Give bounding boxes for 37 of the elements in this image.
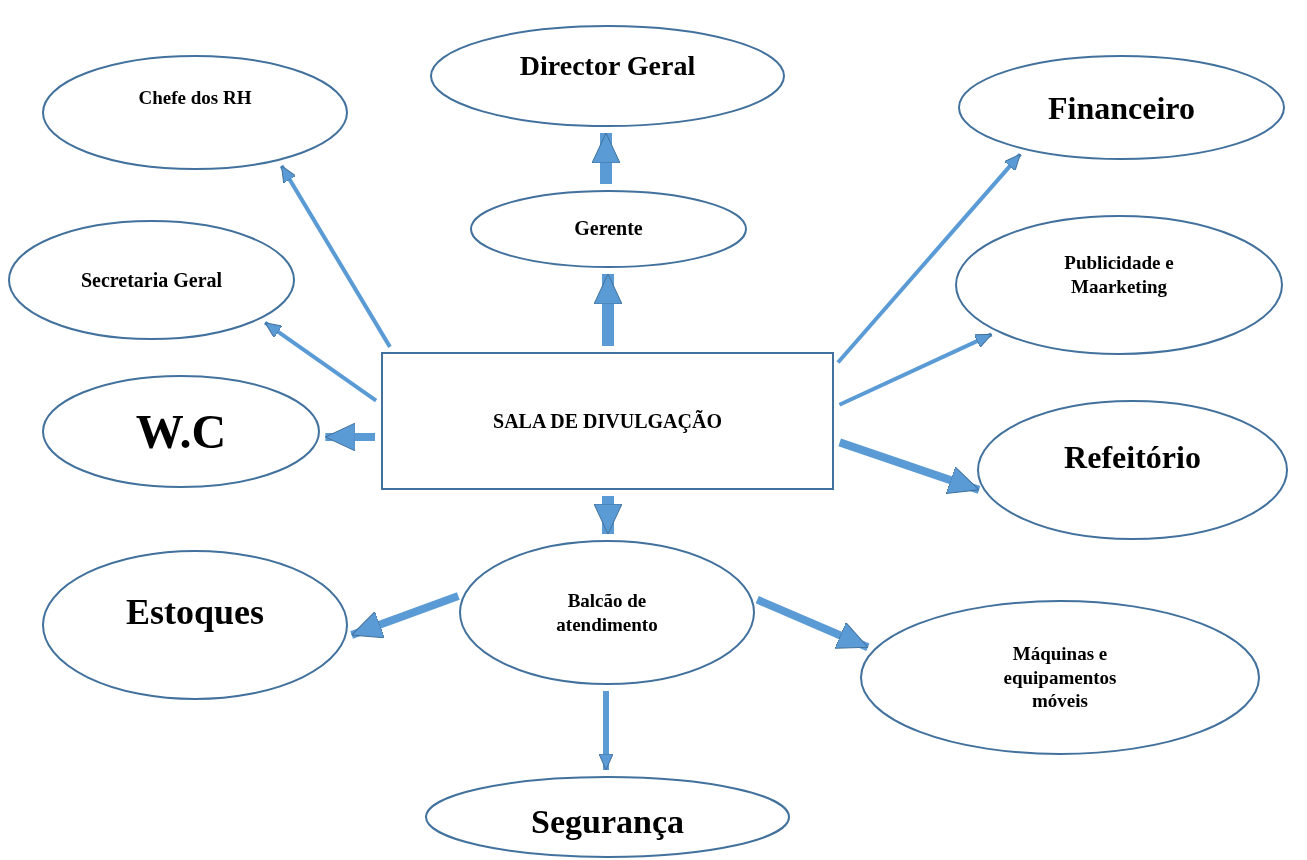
room-ellipse [8, 220, 295, 340]
room-ellipse [470, 190, 747, 268]
room-ellipse [955, 215, 1283, 355]
room-ellipse [42, 550, 348, 700]
room-ellipse [977, 400, 1288, 540]
room-ellipse [42, 55, 348, 170]
room-box [381, 352, 834, 490]
arrow [838, 438, 981, 494]
arrow [593, 496, 623, 535]
node-label: Secretaria Geral [80, 267, 223, 293]
node-label: Publicidade e Maarketing [1063, 251, 1175, 299]
node-label: Financeiro [1048, 88, 1195, 128]
room-ellipse [860, 600, 1260, 755]
room-ellipse [958, 55, 1285, 160]
node-label: W.C [135, 403, 227, 460]
arrow [593, 273, 623, 346]
arrow [279, 164, 392, 348]
node-label: Estoques [125, 590, 264, 634]
room-ellipse [459, 540, 755, 685]
arrow [350, 592, 460, 639]
room-ellipse [42, 375, 320, 488]
node-label: Refeitório [1064, 438, 1201, 477]
arrow [591, 132, 621, 184]
node-label: Segurança [531, 801, 684, 842]
node-label: Gerente [574, 215, 643, 241]
arrow [598, 691, 614, 771]
node-label: Máquinas e equipamentos móveis [1002, 641, 1118, 714]
node-label: Chefe dos RH [138, 85, 252, 110]
room-ellipse [430, 25, 785, 127]
arrow [755, 596, 870, 651]
room-ellipse [425, 776, 790, 858]
arrow [836, 152, 1022, 364]
arrow [263, 321, 378, 403]
arrow [838, 332, 993, 407]
node-label: Director Geral [519, 48, 696, 83]
node-label: SALA DE DIVULGAÇÃO [493, 408, 722, 434]
node-label: Balcão de atendimento [555, 588, 659, 637]
